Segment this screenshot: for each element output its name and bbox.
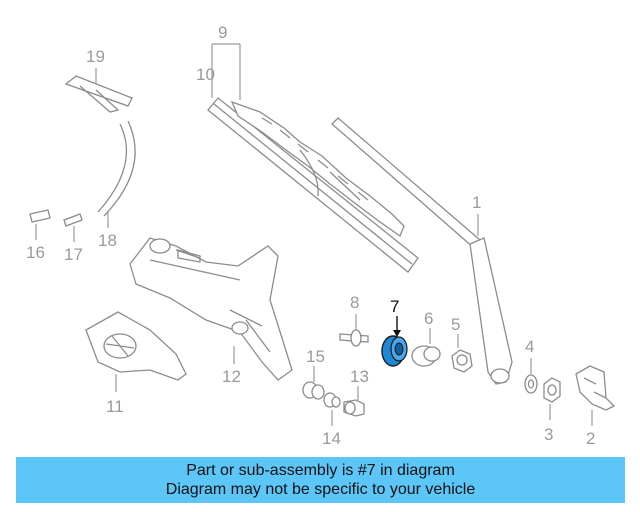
part-8-pivot-stud: 8 <box>339 293 369 347</box>
part-1-wiper-arm: 1 <box>331 117 513 385</box>
callout-9: 9 <box>218 23 227 42</box>
callout-17: 17 <box>64 245 83 264</box>
part-13-bolt: 13 <box>343 367 369 417</box>
part-17-small-pin: 17 <box>63 213 83 264</box>
part-7-grommet-highlighted: 7 <box>381 297 408 367</box>
callout-8: 8 <box>350 293 359 312</box>
info-banner: Part or sub-assembly is #7 in diagram Di… <box>16 457 625 503</box>
callout-7: 7 <box>390 297 399 316</box>
callout-10: 10 <box>196 65 215 84</box>
callout-6: 6 <box>424 309 433 328</box>
arrow-down-icon <box>393 330 401 337</box>
callout-18: 18 <box>98 231 117 250</box>
banner-line-2: Diagram may not be specific to your vehi… <box>165 481 476 498</box>
part-9-10-wiper-blade: 9 10 <box>196 23 419 273</box>
part-2-cap: 2 <box>575 365 616 448</box>
part-12-linkage: 12 <box>129 237 293 386</box>
callout-13: 13 <box>350 367 369 386</box>
part-19-clip: 19 <box>64 47 133 113</box>
callout-15: 15 <box>306 347 325 366</box>
part-11-wiper-motor: 11 <box>85 311 187 416</box>
callout-3: 3 <box>544 425 553 444</box>
part-16-pin: 16 <box>26 209 51 262</box>
part-15-bushing: 15 <box>302 347 325 400</box>
callout-12: 12 <box>222 367 241 386</box>
part-18-curved-strip: 18 <box>97 120 136 250</box>
callout-16: 16 <box>26 243 45 262</box>
callout-11: 11 <box>106 397 124 416</box>
part-14-bushing: 14 <box>322 392 341 448</box>
callout-1: 1 <box>472 193 481 212</box>
callout-19: 19 <box>86 47 105 66</box>
part-4-washer: 4 <box>524 337 538 394</box>
part-6-bushing: 6 <box>411 309 441 367</box>
banner-line-1: Part or sub-assembly is #7 in diagram <box>186 462 455 479</box>
part-3-nut: 3 <box>543 377 561 444</box>
part-5-nut: 5 <box>451 315 473 373</box>
callout-5: 5 <box>451 315 460 334</box>
callout-4: 4 <box>525 337 534 356</box>
callout-2: 2 <box>586 429 595 448</box>
callout-14: 14 <box>322 429 341 448</box>
